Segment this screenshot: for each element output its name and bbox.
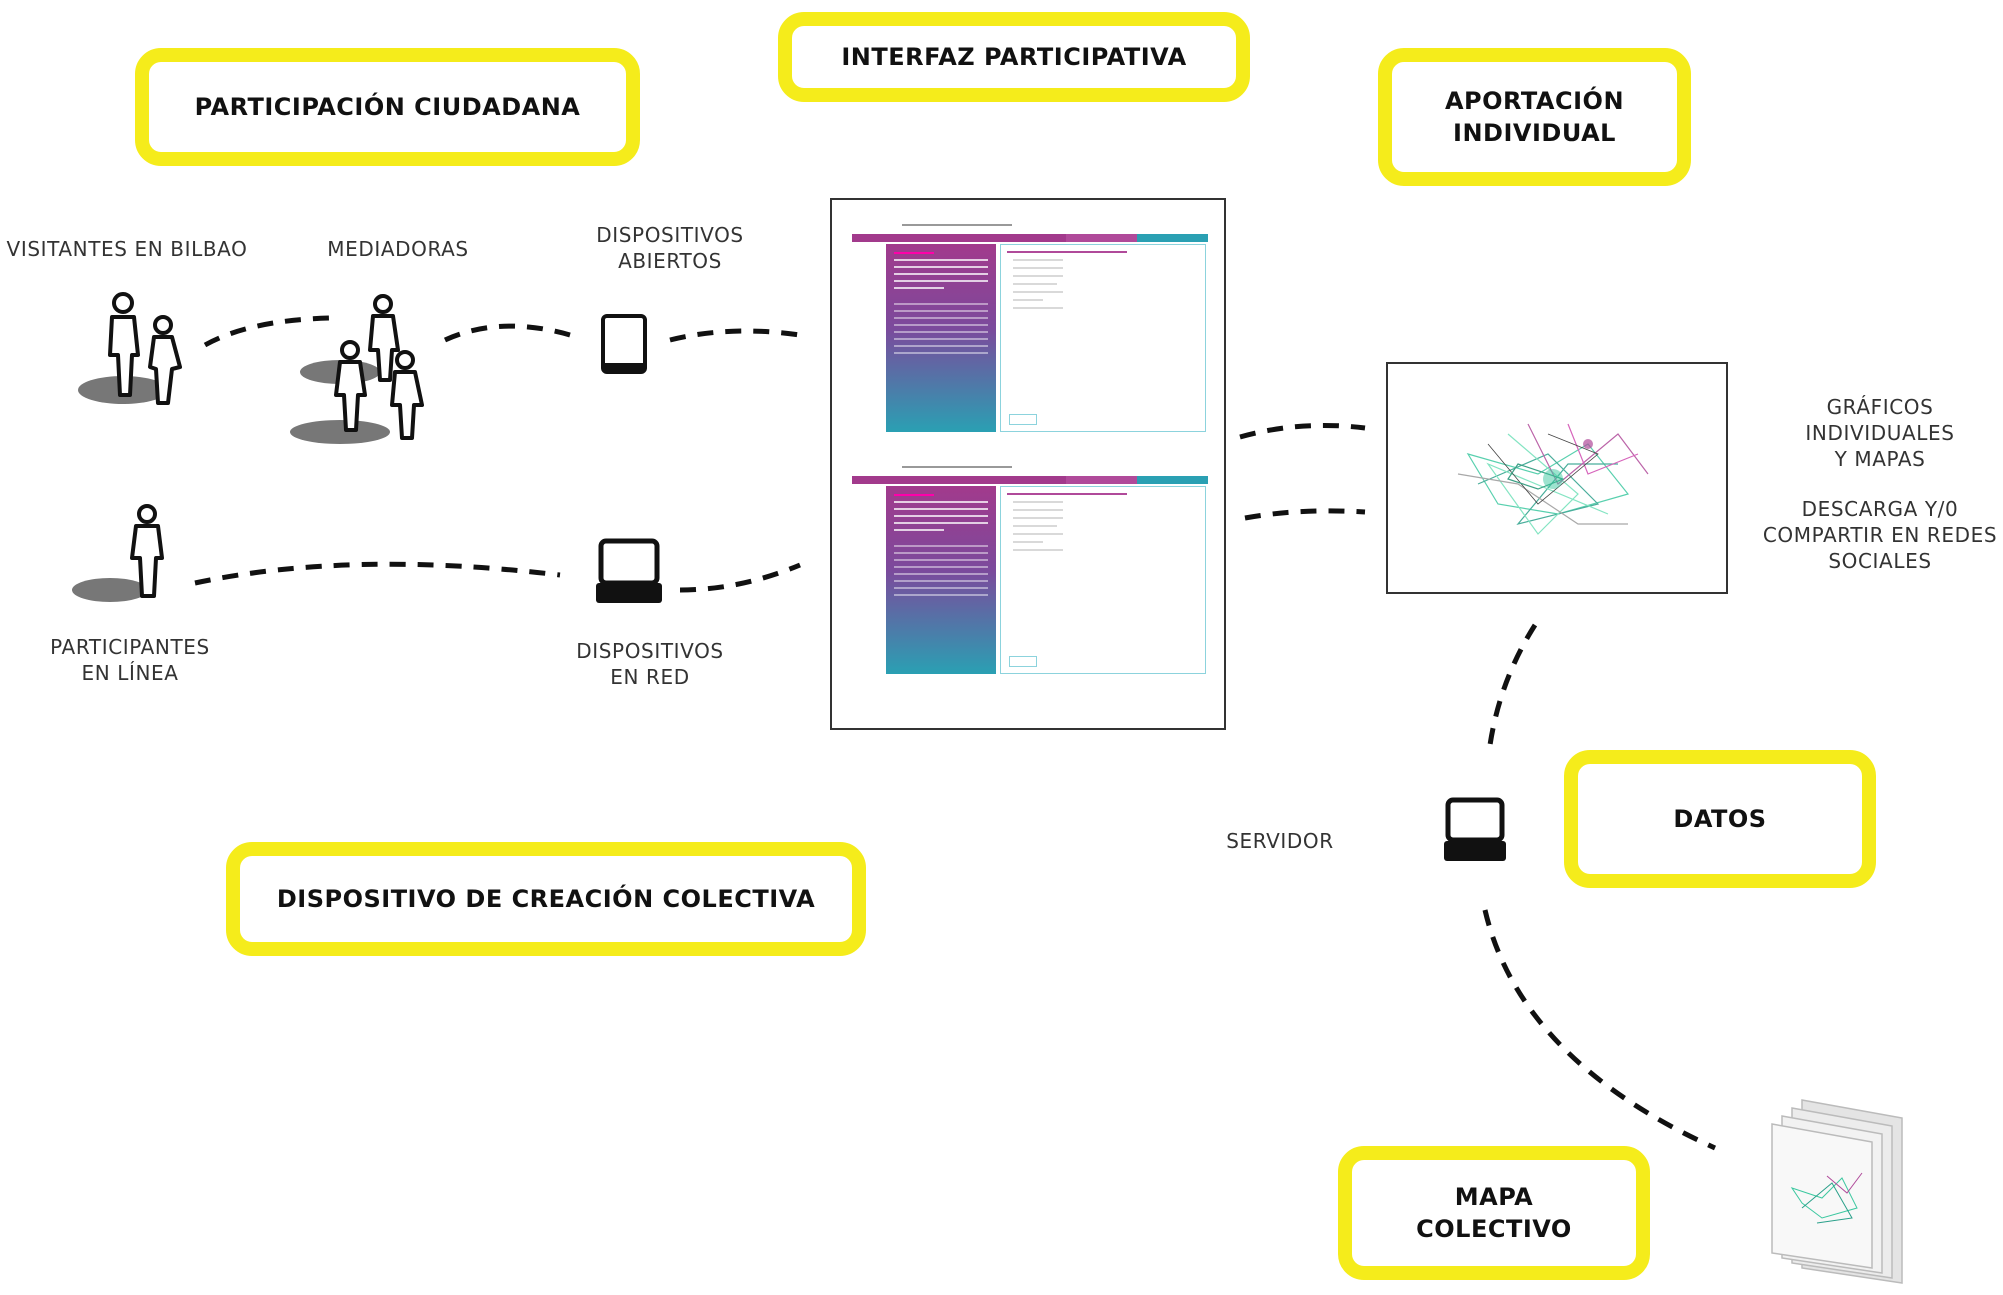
interfaz-mockup bbox=[830, 198, 1226, 730]
server-laptop-icon bbox=[1444, 797, 1506, 861]
datos-title: DATOS bbox=[1673, 804, 1767, 833]
tablet-icon bbox=[601, 314, 647, 374]
datos-box: DATOS bbox=[1564, 750, 1876, 888]
mediadoras-people-icon bbox=[290, 294, 424, 444]
visitantes-people-icon bbox=[78, 292, 182, 405]
screen-send-button bbox=[1009, 414, 1037, 425]
interfaz-screen-top bbox=[852, 220, 1209, 432]
screen-send-button bbox=[1009, 656, 1037, 667]
participacion-ciudadana-title: PARTICIPACIÓN CIUDADANA bbox=[194, 92, 581, 121]
interfaz-participativa-box: INTERFAZ PARTICIPATIVA bbox=[778, 12, 1250, 102]
dispositivo-creacion-colectiva-box: DISPOSITIVO DE CREACIÓN COLECTIVA bbox=[226, 842, 866, 956]
screen-tab-bar bbox=[852, 476, 1209, 484]
screen-header bbox=[852, 466, 1208, 476]
screen-answer-panel bbox=[1000, 486, 1206, 674]
participacion-ciudadana-box: PARTICIPACIÓN CIUDADANA bbox=[135, 48, 640, 166]
screen-question-panel bbox=[886, 244, 996, 432]
visitantes-label: VISITANTES EN BILBAO bbox=[6, 237, 248, 261]
aportacion-individual-title: APORTACIÓN INDIVIDUAL bbox=[1444, 86, 1625, 147]
grafico-individual-frame bbox=[1386, 362, 1728, 594]
interfaz-screen-bottom bbox=[852, 462, 1209, 674]
mapa-colectivo-title: MAPA COLECTIVO bbox=[1416, 1182, 1572, 1243]
participante-person-icon bbox=[72, 504, 164, 602]
stacked-maps-icon bbox=[1771, 1099, 1903, 1284]
screen-answer-panel bbox=[1000, 244, 1206, 432]
mediadoras-label: MEDIADORAS bbox=[327, 237, 469, 261]
dispositivos-en-red-label: DISPOSITIVOS EN RED bbox=[576, 639, 724, 689]
descarga-label: DESCARGA Y/0 COMPARTIR EN REDES SOCIALES bbox=[1762, 497, 1998, 573]
dispositivos-abiertos-label: DISPOSITIVOS ABIERTOS bbox=[596, 223, 744, 273]
screen-tab-bar bbox=[852, 234, 1209, 242]
participantes-en-linea-label: PARTICIPANTES EN LÍNEA bbox=[50, 635, 210, 685]
screen-question-panel bbox=[886, 486, 996, 674]
mapa-colectivo-box: MAPA COLECTIVO bbox=[1338, 1146, 1650, 1280]
aportacion-individual-box: APORTACIÓN INDIVIDUAL bbox=[1378, 48, 1691, 186]
network-graph-icon bbox=[1457, 423, 1649, 535]
interfaz-participativa-title: INTERFAZ PARTICIPATIVA bbox=[841, 42, 1187, 71]
servidor-label: SERVIDOR bbox=[1226, 829, 1334, 853]
screen-header bbox=[852, 224, 1208, 234]
laptop-icon bbox=[596, 538, 662, 603]
dispositivo-creacion-colectiva-title: DISPOSITIVO DE CREACIÓN COLECTIVA bbox=[276, 884, 816, 913]
graficos-label: GRÁFICOS INDIVIDUALES Y MAPAS bbox=[1805, 395, 1955, 471]
